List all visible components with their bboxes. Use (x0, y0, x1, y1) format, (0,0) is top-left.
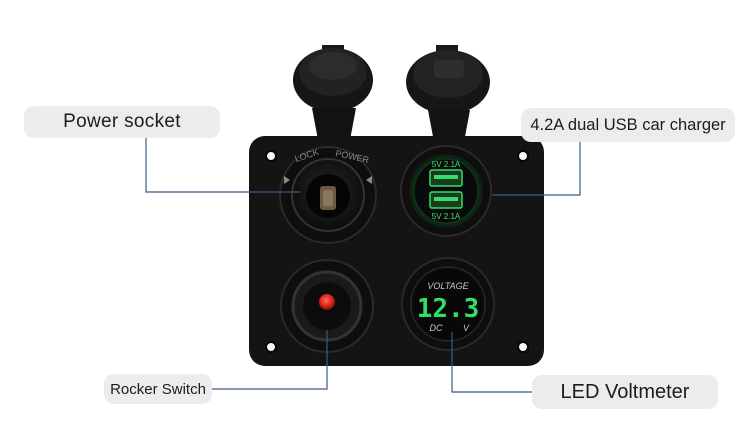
power-socket: LOCK POWER (279, 146, 377, 244)
usb-charger-label: 4.2A dual USB car charger (521, 108, 735, 142)
red-indicator-light (319, 294, 335, 310)
rocker-switch (280, 259, 374, 353)
voltage-dc: DC (430, 323, 443, 333)
power-socket-cap (293, 45, 373, 140)
usb-rating-bottom: 5V 2.1A (432, 212, 461, 221)
usb-rating-top: 5V 2.1A (432, 160, 461, 169)
voltmeter-label: LED Voltmeter (532, 375, 718, 409)
usb-charger-cap (406, 45, 490, 142)
leader-voltmeter (451, 332, 532, 393)
leader-rocker-switch (212, 330, 328, 390)
screw-holes (265, 150, 529, 353)
usb-charger: 5V 2.1A 5V 2.1A (400, 145, 492, 237)
voltage-reading: 12.3 (417, 294, 480, 324)
leader-power-socket (145, 138, 300, 193)
leader-usb-charger (492, 142, 581, 196)
leader-lines (145, 138, 581, 393)
led-voltmeter: VOLTAGE 12.3 DC V (401, 257, 495, 351)
voltage-title: VOLTAGE (427, 281, 469, 291)
voltage-unit: V (463, 323, 470, 333)
power-socket-label: Power socket (24, 106, 220, 138)
rocker-switch-label: Rocker Switch (104, 374, 212, 404)
